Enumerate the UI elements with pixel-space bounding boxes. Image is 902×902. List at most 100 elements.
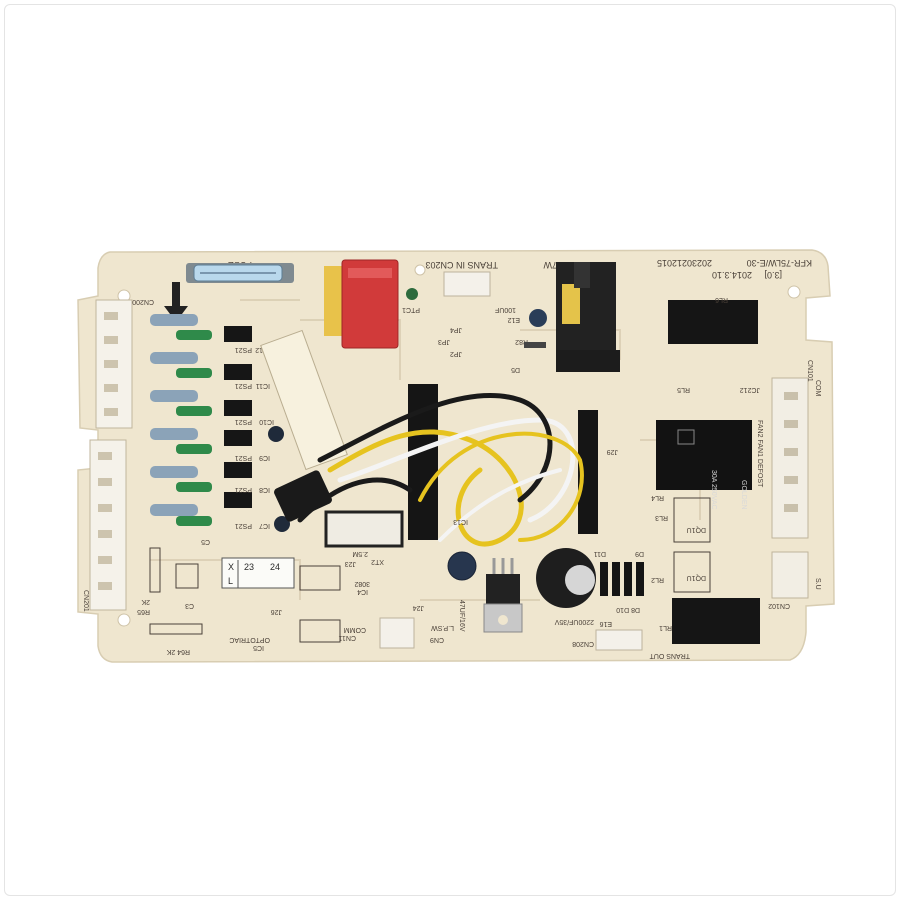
optocoupler-array <box>224 326 252 508</box>
silk-ps21-d: PS21 <box>235 454 252 461</box>
silk-ic11: IC11 <box>256 382 270 389</box>
xl-letter-x: X <box>228 562 234 572</box>
mount-hole <box>787 285 801 299</box>
xl-label <box>221 557 295 589</box>
dq1u-b-outline <box>673 551 711 593</box>
silk-e16: E16 <box>599 620 612 627</box>
voltage-regulator <box>483 558 523 633</box>
silk-c5: C5 <box>201 538 210 545</box>
silk-ps21-c: PS21 <box>235 418 252 425</box>
transformer <box>556 262 620 372</box>
diode-array <box>600 562 644 596</box>
wire-harness <box>297 393 584 547</box>
silk-r65: R65 <box>137 608 150 615</box>
silk-d9: D9 <box>635 550 644 557</box>
cn102-connector <box>771 551 809 599</box>
silk-rl2: RL2 <box>651 576 664 583</box>
xl-top-24: 24 <box>270 562 280 572</box>
white-socket <box>324 510 404 548</box>
silk-ic8: IC8 <box>259 486 270 493</box>
silk-j24: J24 <box>413 604 424 611</box>
dq1u-a-outline <box>673 497 711 543</box>
silk-d5: D5 <box>511 366 520 373</box>
x-capacitor <box>324 259 399 349</box>
silk-jp3: JP3 <box>438 338 450 345</box>
silk-optotriac: OPTOTRIAC <box>229 636 270 643</box>
mount-hole <box>117 613 131 627</box>
silk-cap-2200uf: 2200UF/35V <box>554 618 594 625</box>
silk-cap-47uf: 47UF/16V <box>458 600 465 632</box>
silk-d8d10: D8 D10 <box>616 606 640 613</box>
silk-jc212: JC212 <box>740 386 760 393</box>
silk-ic5: IC5 <box>253 644 264 651</box>
silk-date1: 20230212015 <box>657 258 712 268</box>
black-plug <box>274 470 332 522</box>
silk-ic10: IC10 <box>259 418 274 425</box>
r64-resistor <box>149 623 203 635</box>
silk-j29: J29 <box>607 448 618 455</box>
silk-s-u: S.U <box>814 578 821 590</box>
silk-cn101: CN101 <box>806 360 813 382</box>
silk-ptc: PTC1 <box>402 306 420 313</box>
silk-lp-sw: L.P.SW <box>431 624 454 631</box>
silk-ps21-e: PS21 <box>235 486 252 493</box>
silk-e12: E12 <box>507 316 520 323</box>
relay-rl6 <box>668 300 758 344</box>
silk-cn11: CN11 <box>339 634 356 641</box>
silk-xt2: XT2 <box>371 558 384 565</box>
silk-rl6: RL6 <box>715 296 728 303</box>
silk-cn208: CN208 <box>572 640 594 647</box>
e15-capacitor <box>447 551 477 581</box>
silk-trans-in: TRANS IN CN203 <box>425 260 498 270</box>
ic4-outline <box>299 565 341 591</box>
relay-spec: 30A 250VAC <box>710 470 717 510</box>
silk-cn9: CN9 <box>430 636 444 643</box>
cap-small <box>268 426 284 442</box>
cn201-connector <box>89 439 127 611</box>
cn203-connector <box>443 271 491 297</box>
silk-j23: J23 <box>345 560 356 567</box>
cn9-connector <box>379 617 415 649</box>
silk-com: COM <box>814 380 821 397</box>
r82-resistor <box>524 342 546 348</box>
e12-capacitor <box>529 309 547 327</box>
silk-r82: R82 <box>515 338 528 345</box>
silk-r65-val: 2K <box>141 598 150 605</box>
xl-letter-l: L <box>228 576 233 586</box>
c3-outline <box>175 563 199 589</box>
silk-model: KFR-75LW/E-30 <box>747 258 812 268</box>
silk-r64: R64 2K <box>166 648 190 655</box>
silk-rev: [3.0] <box>764 270 782 280</box>
white-plug <box>260 329 348 471</box>
resistor-array <box>150 314 212 526</box>
cn11-outline <box>299 619 341 643</box>
marker-arrow <box>164 282 188 322</box>
r65-resistor <box>149 547 161 593</box>
silk-jp4: JP4 <box>450 326 462 333</box>
silk-cn102: CN102 <box>768 602 790 609</box>
silk-d11: D11 <box>594 550 606 557</box>
e16-capacitor-top <box>565 565 595 595</box>
silk-3082: 3082 <box>354 580 370 587</box>
silk-ps21-b: PS21 <box>235 382 252 389</box>
cn101-connector <box>771 377 809 539</box>
cn101-pins <box>784 392 798 512</box>
silk-cn200: CN200 <box>132 298 154 305</box>
ic-chip-2 <box>578 410 598 534</box>
relay-main: GOLDEN 30A 250VAC <box>656 420 752 510</box>
silk-cn201: CN201 <box>82 590 89 612</box>
silk-rl1: RL1 <box>659 624 672 631</box>
silk-rl5: RL5 <box>677 386 690 393</box>
silk-rl3: RL3 <box>655 514 668 521</box>
silk-ps21-f: PS21 <box>235 522 252 529</box>
cn208-connector <box>595 629 643 651</box>
silk-dq1u-b: DQ1U <box>687 574 706 581</box>
silk-comm: COMM <box>344 626 366 633</box>
xl-top-23: 23 <box>244 562 254 572</box>
silk-fan-labels: FAN2 FAN1 DEFOST <box>756 420 763 488</box>
silk-j26: J26 <box>271 608 282 615</box>
silk-trans-out: TRANS OUT <box>649 652 690 659</box>
cn200-pins <box>104 312 118 416</box>
silk-xtal: 2.5M <box>352 550 368 557</box>
